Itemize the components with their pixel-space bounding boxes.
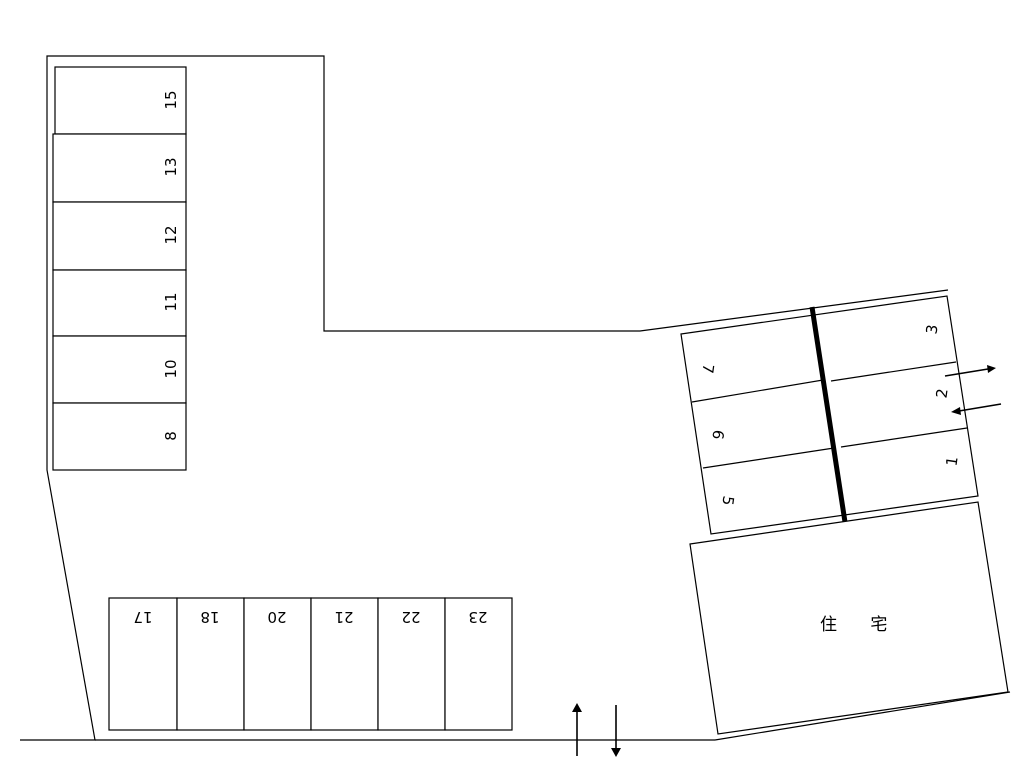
stall-label-15: 15 [162, 90, 180, 109]
stall-label-13: 13 [162, 157, 180, 176]
stall-label-5: 5 [718, 495, 737, 507]
lot-boundary [20, 55, 949, 741]
stall-21 [310, 597, 379, 731]
bottom-stalls: 17 18 20 21 22 23 [108, 597, 513, 731]
lot-road-edge-2 [714, 691, 1011, 741]
stall-label-10: 10 [162, 359, 180, 378]
stall-label-22: 22 [401, 608, 420, 626]
center-divider [809, 306, 848, 523]
stall-label-21: 21 [334, 608, 353, 626]
stall-17 [108, 597, 178, 731]
stall-label-1: 1 [942, 455, 961, 467]
house-label: 住 宅 [820, 615, 901, 635]
up-arrow-icon [572, 703, 582, 756]
house-outline [689, 501, 1009, 735]
stall-15 [54, 66, 187, 135]
left-stalls: 15 13 12 11 10 8 [52, 66, 187, 471]
stall-label-3: 3 [922, 323, 941, 335]
stall-12 [52, 201, 187, 271]
stall-label-8: 8 [162, 431, 180, 441]
divider-7-6 [691, 379, 824, 403]
stall-label-23: 23 [468, 608, 487, 626]
stall-label-12: 12 [162, 225, 180, 244]
stall-label-18: 18 [200, 608, 219, 626]
stall-18 [176, 597, 245, 731]
divider-2-1 [840, 427, 968, 448]
stall-label-2: 2 [932, 387, 951, 399]
stall-8 [52, 402, 187, 471]
right-stalls: 7 6 5 3 2 1 [680, 295, 979, 535]
stall-label-6: 6 [708, 429, 727, 441]
stall-20 [243, 597, 312, 731]
stall-label-20: 20 [267, 608, 286, 626]
stall-13 [52, 133, 187, 203]
left-arrow-icon [951, 403, 1002, 415]
stall-label-11: 11 [162, 292, 180, 311]
down-arrow-icon [611, 705, 621, 757]
stall-label-17: 17 [133, 608, 152, 626]
house: 住 宅 [689, 501, 1009, 735]
right-arrow-icon [944, 365, 996, 377]
divider-3-2 [830, 361, 957, 382]
stall-23 [444, 597, 513, 731]
divider-6-5 [702, 447, 835, 469]
stall-22 [377, 597, 446, 731]
stall-label-7: 7 [698, 363, 717, 375]
